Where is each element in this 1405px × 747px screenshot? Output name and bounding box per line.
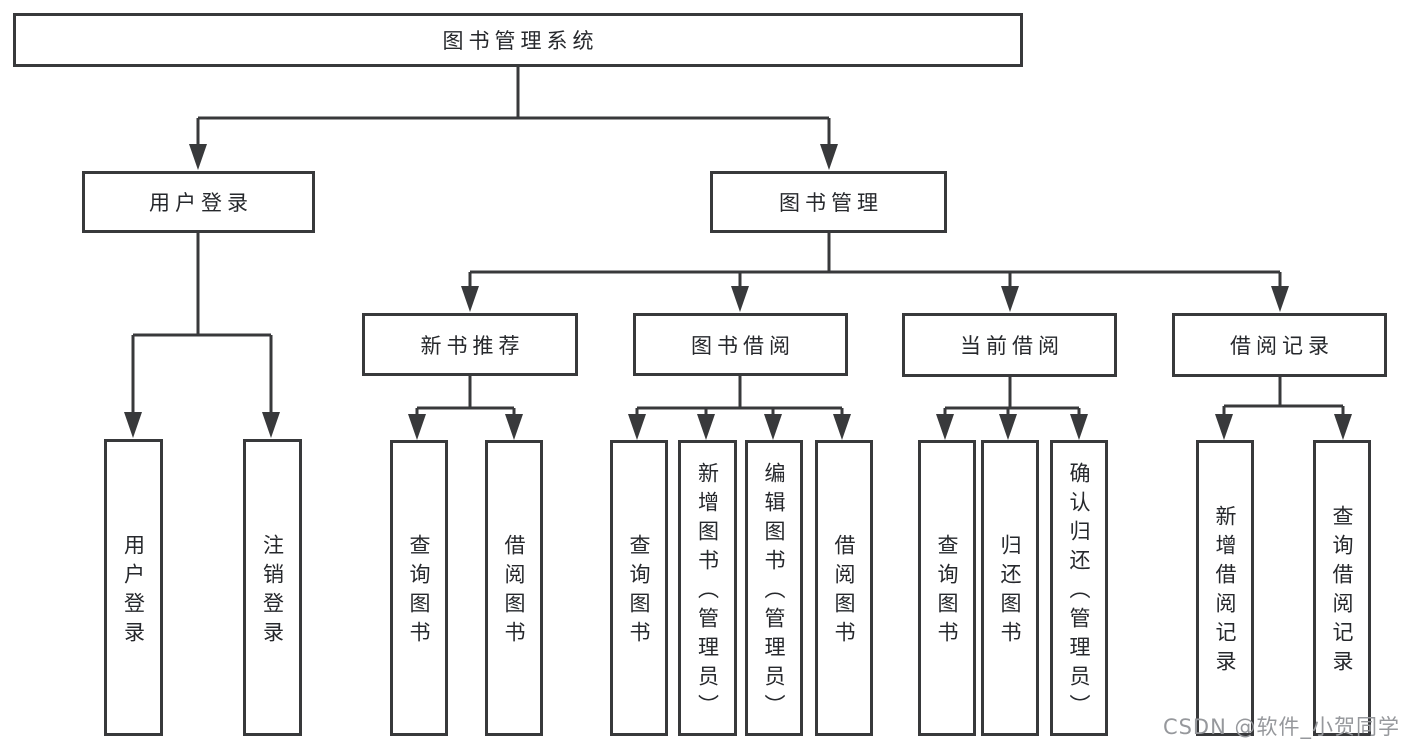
leaf-confirm-return-admin: 确认归还（管理员） (1050, 440, 1108, 736)
connector-borrow-records-children (1215, 377, 1352, 440)
leaf-edit-books-admin-label: 编辑图书（管理员） (762, 461, 786, 723)
connector-root-to-level2 (189, 67, 838, 170)
connector-book-borrow-children (628, 376, 851, 440)
node-book-management-label: 图书管理 (779, 191, 883, 215)
leaf-logout: 注销登录 (243, 439, 302, 736)
leaf-current-query-books-label: 查询图书 (935, 534, 959, 650)
leaf-borrow-borrow-books-label: 借阅图书 (832, 534, 856, 650)
node-current-borrow-label: 当前借阅 (960, 334, 1064, 358)
csdn-watermark: CSDN @软件_小贺同学 (1162, 715, 1400, 739)
node-borrow-records-label: 借阅记录 (1230, 334, 1334, 358)
node-user-login: 用户登录 (82, 171, 315, 233)
leaf-add-borrow-record-label: 新增借阅记录 (1213, 505, 1237, 679)
connector-user-login-children (124, 233, 280, 438)
node-current-borrow: 当前借阅 (902, 313, 1117, 377)
leaf-new-book-borrow-books-label: 借阅图书 (502, 534, 526, 650)
node-borrow-records: 借阅记录 (1172, 313, 1387, 377)
leaf-logout-label: 注销登录 (260, 533, 285, 650)
connector-current-borrow-children (936, 377, 1088, 440)
node-book-borrow: 图书借阅 (633, 313, 848, 376)
leaf-edit-books-admin: 编辑图书（管理员） (745, 440, 803, 736)
leaf-new-book-borrow-books: 借阅图书 (485, 440, 543, 736)
node-book-borrow-label: 图书借阅 (691, 333, 795, 358)
leaf-query-borrow-record: 查询借阅记录 (1313, 440, 1371, 736)
connector-new-book-children (408, 376, 523, 440)
node-new-book-recommend-label: 新书推荐 (420, 333, 525, 358)
leaf-new-book-query-books-label: 查询图书 (407, 534, 431, 650)
node-new-book-recommend: 新书推荐 (362, 313, 578, 376)
leaf-add-books-admin: 新增图书（管理员） (678, 440, 737, 736)
node-user-login-label: 用户登录 (149, 191, 253, 215)
leaf-borrow-borrow-books: 借阅图书 (815, 440, 873, 736)
leaf-return-books-label: 归还图书 (998, 534, 1022, 650)
leaf-borrow-query-books: 查询图书 (610, 440, 668, 736)
leaf-user-login: 用户登录 (104, 439, 163, 736)
leaf-new-book-query-books: 查询图书 (390, 440, 448, 736)
leaf-current-query-books: 查询图书 (918, 440, 976, 736)
leaf-confirm-return-admin-label: 确认归还（管理员） (1067, 461, 1091, 723)
leaf-return-books: 归还图书 (981, 440, 1039, 736)
leaf-add-borrow-record: 新增借阅记录 (1196, 440, 1254, 736)
leaf-query-borrow-record-label: 查询借阅记录 (1330, 505, 1354, 679)
node-root-library-management-system: 图书管理系统 (13, 13, 1023, 67)
node-root-label: 图书管理系统 (442, 29, 599, 53)
leaf-borrow-query-books-label: 查询图书 (627, 534, 651, 650)
leaf-user-login-label: 用户登录 (121, 533, 146, 650)
connector-book-management-children (461, 233, 1289, 312)
node-book-management: 图书管理 (710, 171, 947, 233)
leaf-add-books-admin-label: 新增图书（管理员） (695, 461, 720, 723)
